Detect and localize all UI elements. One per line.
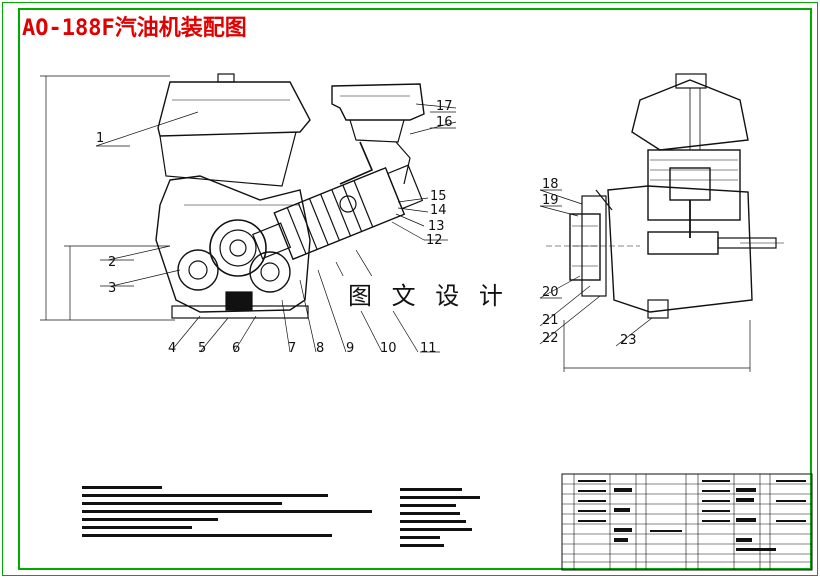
label-11: 11 <box>420 341 437 356</box>
label-13: 13 <box>428 219 445 234</box>
label-17: 17 <box>436 99 453 114</box>
label-8: 8 <box>316 341 324 356</box>
label-15: 15 <box>430 189 447 204</box>
label-18: 18 <box>542 177 559 192</box>
parts-list <box>561 473 813 571</box>
label-16: 16 <box>436 115 453 130</box>
side-view <box>539 73 784 372</box>
label-7: 7 <box>288 341 296 356</box>
label-22: 22 <box>542 331 559 346</box>
label-19: 19 <box>542 193 559 208</box>
label-21: 21 <box>542 313 559 328</box>
label-3: 3 <box>108 281 116 296</box>
front-view-labels: 1 2 3 4 5 6 7 8 9 10 11 12 13 14 15 16 1… <box>96 99 453 356</box>
label-9: 9 <box>346 341 354 356</box>
watermark-text: 图 文 设 计 <box>342 276 515 311</box>
technical-notes <box>82 486 480 547</box>
label-6: 6 <box>232 341 240 356</box>
parts-list-fill <box>578 480 806 551</box>
label-14: 14 <box>430 203 447 218</box>
label-20: 20 <box>542 285 559 300</box>
drawing-frame <box>18 8 812 570</box>
label-12: 12 <box>426 233 443 248</box>
label-4: 4 <box>168 341 176 356</box>
side-view-labels: 18 19 20 21 22 23 <box>542 177 637 348</box>
label-2: 2 <box>108 255 116 270</box>
label-5: 5 <box>198 341 206 356</box>
label-23: 23 <box>620 333 637 348</box>
drawing-title: AO-188F汽油机装配图 <box>22 16 247 41</box>
label-10: 10 <box>380 341 397 356</box>
front-view <box>40 73 457 353</box>
label-1: 1 <box>96 131 104 146</box>
